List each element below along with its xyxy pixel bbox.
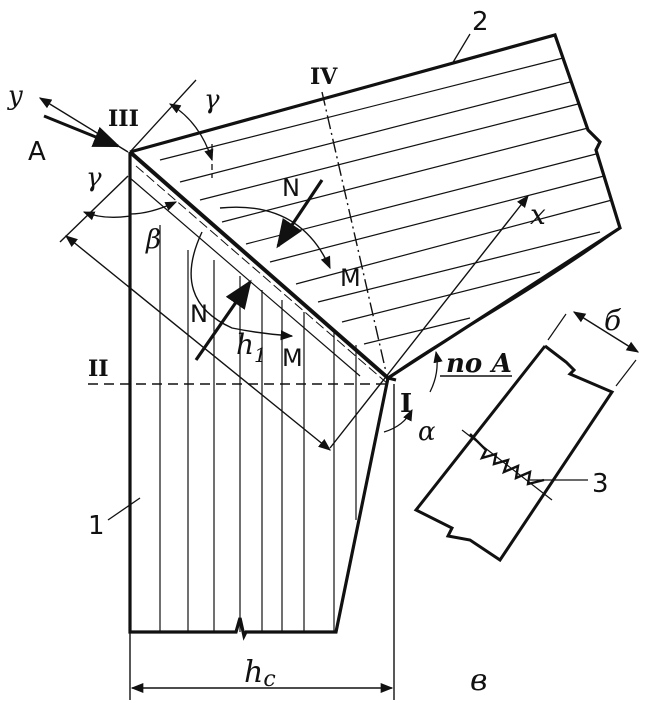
label-num-2: 2 bbox=[472, 7, 489, 37]
alpha-arc bbox=[383, 408, 413, 433]
label-hc-sub: c bbox=[263, 667, 275, 692]
detail-outline bbox=[413, 344, 615, 563]
leaders bbox=[107, 33, 471, 521]
beta-arc bbox=[129, 201, 178, 215]
view-A-arrow bbox=[43, 114, 121, 148]
label-n-upper: N bbox=[282, 174, 300, 202]
label-m-lower: M bbox=[282, 344, 303, 372]
tool-body-hatching bbox=[159, 225, 357, 632]
label-gamma-top: γ bbox=[204, 85, 220, 115]
label-num-3: 3 bbox=[592, 469, 609, 499]
label-hc-main: h bbox=[244, 655, 263, 690]
tool-body bbox=[128, 152, 397, 641]
hc-dimension bbox=[129, 384, 395, 700]
label-po-A: по А bbox=[446, 349, 512, 379]
gamma-left-arc bbox=[82, 211, 131, 221]
label-axis-x: x bbox=[530, 198, 546, 231]
label-view-A: A bbox=[28, 137, 46, 167]
angle-arcs bbox=[82, 79, 443, 433]
label-num-1: 1 bbox=[88, 511, 105, 541]
label-n-lower: N bbox=[190, 300, 208, 328]
gamma-top-arc bbox=[168, 103, 214, 162]
axis-x-line bbox=[329, 195, 529, 449]
label-h1: h1 bbox=[236, 328, 267, 367]
chip bbox=[129, 33, 622, 380]
n-lower-arrow bbox=[194, 279, 252, 361]
tool-body-outline bbox=[128, 152, 390, 641]
label-beta: β bbox=[145, 225, 161, 255]
label-section-IV: IV bbox=[310, 64, 338, 90]
text-labels: 1 2 3 II III IV I y x A по А γ γ β α N N… bbox=[7, 7, 622, 698]
label-hc: hc bbox=[244, 655, 276, 692]
label-section-I: I bbox=[400, 389, 412, 419]
label-section-II: II bbox=[88, 356, 109, 382]
label-h1-sub: 1 bbox=[254, 343, 267, 367]
chip-lower-edge bbox=[387, 227, 621, 379]
b-dimension-line bbox=[572, 311, 640, 353]
label-h1-main: h bbox=[236, 328, 254, 361]
label-b-dim: б bbox=[604, 304, 622, 337]
axes bbox=[38, 97, 529, 451]
forces-lower bbox=[190, 231, 294, 361]
m-lower-moment bbox=[190, 231, 294, 341]
label-section-III: III bbox=[108, 106, 139, 132]
label-alpha: α bbox=[418, 417, 436, 447]
detail-serration bbox=[469, 433, 545, 486]
forces-upper bbox=[219, 179, 331, 270]
m-upper-moment bbox=[219, 206, 331, 270]
detail-view-A bbox=[413, 311, 640, 563]
label-axis-y: y bbox=[7, 81, 23, 111]
label-gamma-left: γ bbox=[86, 163, 102, 193]
label-fig-letter: в bbox=[470, 663, 487, 698]
n-upper-arrow bbox=[276, 179, 324, 249]
label-m-upper: M bbox=[340, 264, 361, 292]
h1-dimension-line bbox=[65, 235, 331, 451]
